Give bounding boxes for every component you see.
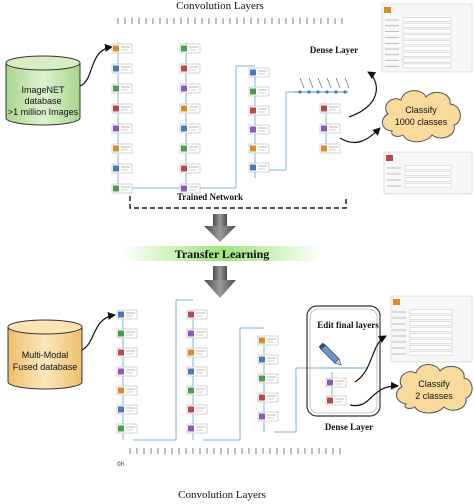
bottom-layer-nodes	[116, 309, 279, 434]
layer-node	[179, 163, 201, 174]
pen-icon	[318, 342, 342, 366]
layer-node	[116, 385, 138, 396]
layer-node	[186, 309, 208, 320]
layer-node	[186, 423, 208, 434]
edit-final-layers-frame	[306, 305, 381, 417]
layer-node	[179, 183, 201, 194]
bottom-network-graph	[122, 299, 332, 441]
layer-node	[116, 423, 138, 434]
classify-1000-cloud: Classify 1000 classes	[382, 90, 461, 143]
layer-node	[248, 162, 270, 173]
layer-node	[319, 123, 341, 134]
top-dense-layer-title: Dense Layer	[310, 45, 358, 55]
fused-to-network-arrow	[81, 311, 116, 351]
dense-to-classify-arrow-top	[339, 127, 381, 143]
corner-mark: 0h	[117, 461, 125, 468]
top-conv-layers-title: Convolution Layers	[176, 0, 264, 12]
layer-node	[248, 105, 270, 116]
layer-node	[179, 103, 201, 114]
layer-node	[111, 63, 133, 74]
layer-node	[111, 123, 133, 134]
layer-node	[186, 328, 208, 339]
fused-database-cylinder: Multi-Modal Fused database	[7, 319, 83, 390]
layer-node	[186, 366, 208, 377]
classify-1000-line-2: 1000 classes	[395, 117, 448, 127]
top-layer-nodes	[111, 43, 341, 194]
edit-to-properties-arrow	[354, 335, 387, 383]
layer-node	[179, 143, 201, 154]
classify-2-cloud: Classify 2 classes	[396, 364, 473, 414]
layer-node	[186, 347, 208, 358]
layer-node	[325, 395, 347, 406]
layer-node	[111, 103, 133, 114]
imagenet-database-cylinder: ImageNET database >1 million Images	[5, 55, 81, 126]
layer-node	[179, 83, 201, 94]
imagenet-db-line-3: >1 million Images	[8, 107, 79, 117]
layer-node	[111, 83, 133, 94]
layer-node	[248, 86, 270, 97]
bottom-dense-layer-title: Dense Layer	[325, 422, 373, 432]
layer-node	[179, 63, 201, 74]
layer-node	[248, 124, 270, 135]
bottom-conv-layers-title: Convolution Layers	[178, 489, 266, 501]
classify-2-line-1: Classify	[418, 379, 450, 389]
layer-node	[179, 43, 201, 54]
layer-node	[186, 404, 208, 415]
imagenet-db-line-1: ImageNET	[21, 85, 65, 95]
top-properties-panel	[381, 3, 473, 73]
layer-node	[319, 103, 341, 114]
imagenet-to-network-arrow	[79, 43, 113, 87]
classify-1000-line-1: Classify	[405, 105, 437, 115]
edit-to-classify-arrow	[349, 381, 399, 407]
trained-network-label: Trained Network	[177, 192, 243, 202]
layer-node	[186, 385, 208, 396]
trained-network-bracket	[129, 196, 347, 209]
layer-node	[116, 328, 138, 339]
top-network-graph	[117, 42, 328, 189]
layer-node	[325, 377, 347, 388]
bottom-tick-row	[129, 448, 341, 454]
layer-node	[248, 143, 270, 154]
layer-node	[116, 366, 138, 377]
layer-node	[257, 335, 279, 346]
imagenet-db-line-2: database	[24, 96, 61, 106]
layer-node	[319, 143, 341, 154]
gray-down-arrow-icon	[204, 266, 236, 298]
fused-db-line-2: Fused database	[13, 362, 78, 372]
layer-node	[257, 354, 279, 365]
layer-node	[257, 373, 279, 384]
classify-2-line-2: 2 classes	[415, 391, 453, 401]
layer-node	[111, 183, 133, 194]
gray-down-arrow-icon	[204, 214, 236, 242]
layer-node	[116, 309, 138, 320]
top-output-panel	[383, 151, 473, 195]
top-tick-row	[117, 18, 343, 24]
dense-to-properties-arrow	[348, 71, 377, 118]
transfer-learning-title: Transfer Learning	[175, 247, 270, 261]
layer-node	[179, 123, 201, 134]
dense-axis-ticks	[298, 77, 350, 94]
edit-final-layers-title: Edit final layers	[317, 320, 379, 330]
layer-node	[116, 347, 138, 358]
bottom-properties-panel	[390, 295, 473, 363]
fused-db-line-1: Multi-Modal	[22, 350, 69, 360]
edited-dense-nodes	[325, 377, 347, 406]
layer-node	[111, 143, 133, 154]
layer-node	[111, 43, 133, 54]
layer-node	[111, 163, 133, 174]
layer-node	[116, 404, 138, 415]
transfer-learning-banner	[122, 246, 322, 261]
layer-node	[257, 411, 279, 422]
layer-node	[257, 392, 279, 403]
layer-node	[248, 67, 270, 78]
